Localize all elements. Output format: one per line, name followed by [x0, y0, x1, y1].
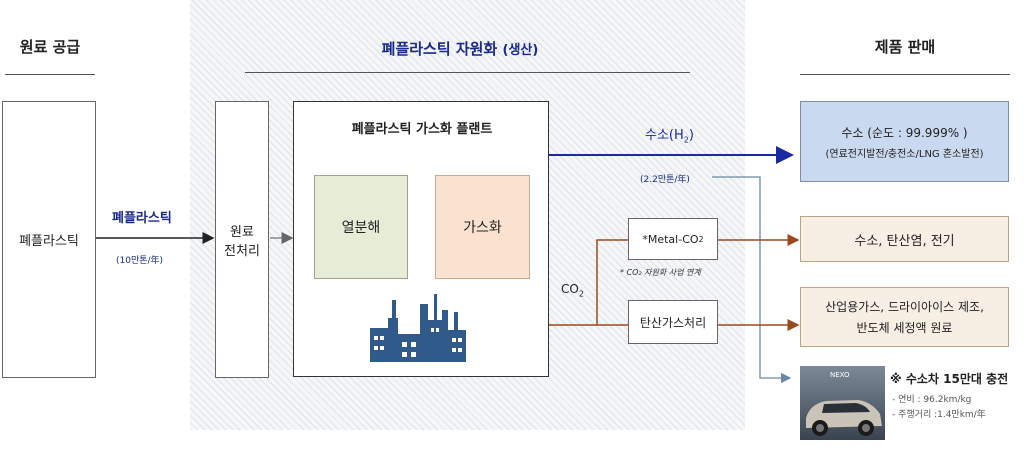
raw-flow-amount: (10만톤/年) [116, 256, 164, 266]
arrow-co2-branch [596, 239, 628, 325]
product-hydrogen-line2: (연료전지발전/충전소/LNG 혼소발전) [825, 148, 984, 160]
header-production-main: 폐플라스틱 자원화 [381, 40, 498, 58]
pyrolysis-label: 열분해 [341, 220, 381, 236]
carbonic-gas-box: 탄산가스처리 [628, 300, 718, 344]
arrow-hydrogen-to-car [712, 176, 792, 384]
product-hydrogen-carbonate-box: 수소, 탄산염, 전기 [800, 216, 1009, 262]
car-badge: NEXO [830, 371, 850, 379]
product-industrial-gas-line1: 산업용가스, 드라이아이스 제조, [825, 300, 984, 314]
hydrogen-flow-text: 수소(H [645, 128, 684, 143]
header-raw-material: 원료 공급 [19, 38, 81, 56]
header-center-rule [245, 72, 690, 73]
header-production-sub: (생산) [502, 43, 539, 58]
car-detail-range: - 주행거리 :1.4만km/年 [892, 410, 986, 420]
car-icon [806, 400, 882, 436]
hydrogen-car-image: NEXO [800, 366, 885, 440]
plant-title: 폐플라스틱 가스화 플랜트 [351, 122, 493, 137]
product-industrial-gas-line2: 반도체 세정액 원료 [856, 321, 953, 335]
raw-flow-label: 폐플라스틱 [112, 211, 172, 226]
co2-text: CO [561, 282, 579, 296]
product-hydrogen-line1: 수소 (순도 : 99.999% ) [841, 125, 968, 140]
pretreatment-line1: 원료 [230, 224, 254, 240]
co2-subscript: 2 [578, 289, 584, 299]
co2-label: CO2 [561, 282, 584, 298]
hydrogen-close: ) [688, 128, 694, 143]
header-left-rule [5, 74, 95, 75]
header-production: 폐플라스틱 자원화 (생산) [330, 38, 590, 59]
hydrogen-subscript: 2 [683, 135, 689, 145]
header-product-sales: 제품 판매 [874, 38, 936, 56]
hydrogen-flow-label: 수소(H2) [645, 124, 694, 145]
hydrogen-amount: (2.2만톤/年) [640, 175, 690, 185]
gasification-box: 가스화 [435, 175, 530, 279]
car-detail-efficiency: - 연비 : 96.2km/kg [892, 395, 972, 405]
product-industrial-gas-box: 산업용가스, 드라이아이스 제조, 반도체 세정액 원료 [800, 287, 1009, 347]
product-hydrogen-carbonate-label: 수소, 탄산염, 전기 [854, 233, 955, 249]
car-title: ※ 수소차 15만대 충전 [890, 372, 1009, 386]
waste-plastic-source-box: 폐플라스틱 [2, 101, 96, 378]
product-hydrogen-box: 수소 (순도 : 99.999% ) (연료전지발전/충전소/LNG 혼소발전) [800, 101, 1009, 182]
co2-business-note: * CO₂ 자원화 사업 연계 [620, 268, 701, 277]
metal-co2-text: *Metal-CO [642, 232, 699, 246]
pretreatment-box: 원료 전처리 [215, 101, 269, 378]
factory-icon [370, 294, 466, 362]
pyrolysis-box: 열분해 [314, 175, 408, 279]
waste-plastic-source-label: 폐플라스틱 [19, 234, 79, 249]
carbonic-gas-label: 탄산가스처리 [639, 315, 707, 330]
pretreatment-line2: 전처리 [224, 243, 260, 259]
metal-co2-subscript: 2 [698, 234, 704, 244]
header-right-rule [800, 74, 1010, 75]
gasification-label: 가스화 [463, 220, 502, 236]
